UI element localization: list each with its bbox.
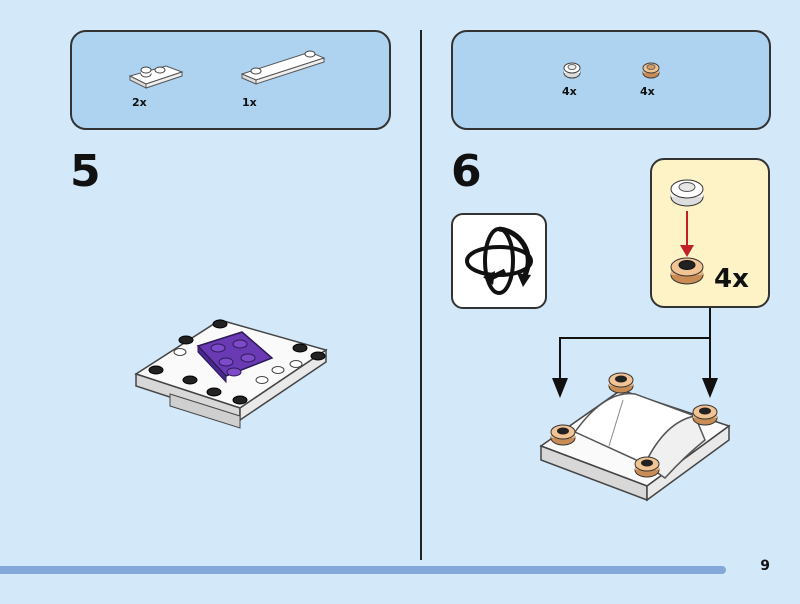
part-qty: 4x — [562, 85, 577, 98]
step-number-6: 6 — [451, 146, 482, 197]
parts-list-step-5 — [70, 30, 391, 130]
step-6-model-illustration — [539, 372, 731, 502]
plate-1x4-icon — [240, 50, 326, 85]
round-plate-tan-icon — [642, 62, 660, 79]
plate-1x2-icon — [128, 65, 184, 89]
step-5-model-illustration — [134, 319, 328, 429]
sub-assembly-callout — [650, 158, 770, 308]
rotate-icon — [465, 226, 533, 295]
step-number-5: 5 — [70, 146, 101, 197]
callout-qty: 4x — [714, 264, 749, 294]
part-qty: 1x — [242, 96, 257, 109]
callout-assembly-icon — [670, 179, 704, 285]
tan-round-studs — [550, 372, 718, 478]
placement-arrows — [552, 308, 718, 398]
part-qty: 4x — [640, 85, 655, 98]
round-plate-white-icon — [563, 62, 581, 79]
part-qty: 2x — [132, 96, 147, 109]
page-divider — [420, 30, 422, 560]
parts-list-step-6 — [451, 30, 771, 130]
page-number: 9 — [760, 558, 770, 574]
progress-bar — [0, 566, 726, 574]
